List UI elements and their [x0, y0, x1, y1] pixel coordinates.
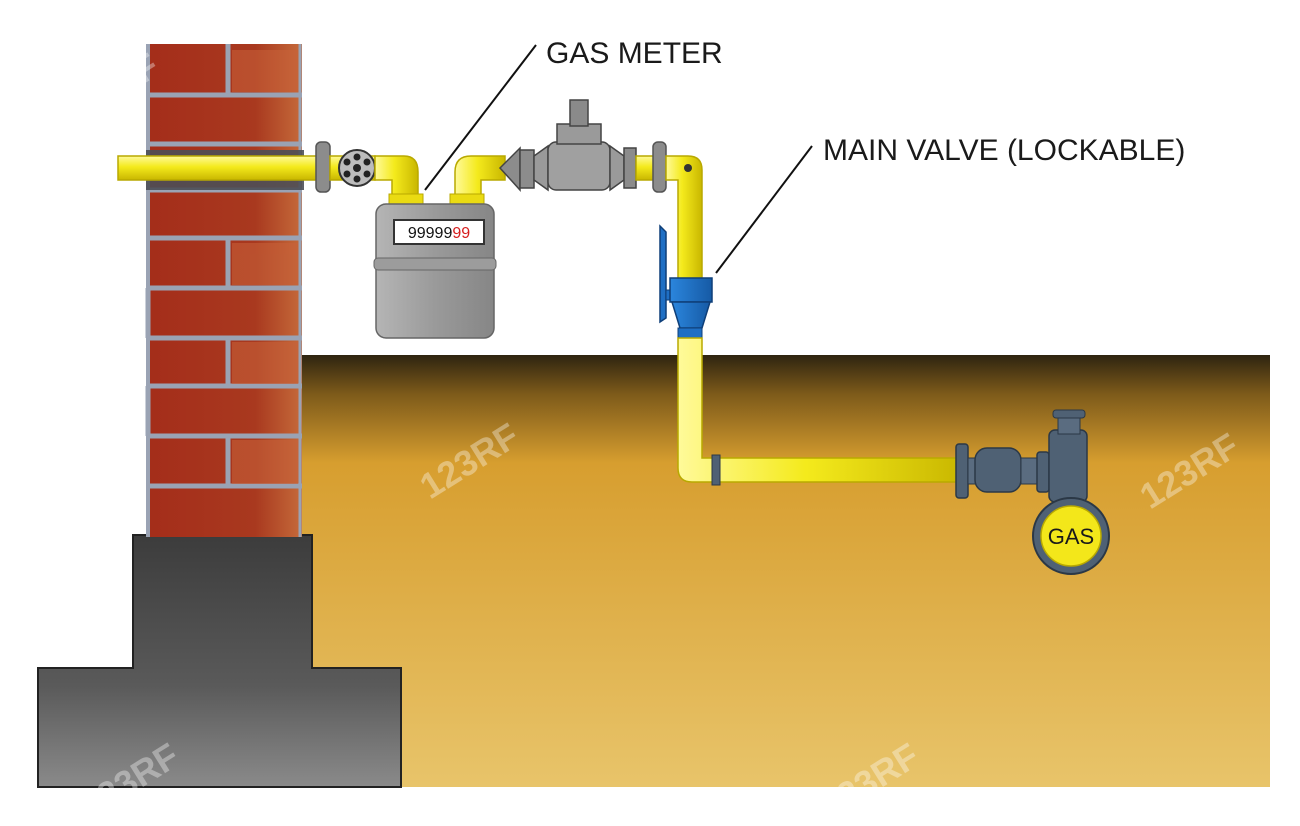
pipe-coupling	[711, 454, 721, 486]
pressure-regulator	[498, 99, 637, 192]
gas-label: GAS	[1048, 524, 1094, 549]
meter-display	[393, 219, 485, 245]
brick-wall	[145, 44, 304, 537]
inlet-pipe	[117, 155, 324, 181]
gas-meter-label: GAS METER	[546, 37, 723, 70]
meter-reading: 9999999	[408, 225, 470, 242]
meter-outlet-pipe	[454, 155, 506, 199]
pipe-flange	[652, 141, 667, 193]
riser-elbow	[665, 155, 703, 283]
main-valve-label: MAIN VALVE (LOCKABLE)	[823, 134, 1185, 167]
gas-meter: 9999999	[373, 193, 497, 339]
meter-inlet-pipe	[374, 155, 419, 199]
ground-soil	[300, 355, 1270, 787]
gas-main-badge: GAS	[1032, 497, 1110, 575]
gas-meter-leader	[424, 44, 537, 191]
pipe-flange	[315, 141, 331, 193]
watermark: 123RF	[1143, 45, 1256, 137]
main-valve	[659, 224, 713, 339]
strainer-fitting	[329, 149, 376, 187]
elbow-bolt	[684, 164, 692, 172]
concrete-foundation	[37, 534, 402, 788]
underground-pipe	[677, 337, 963, 483]
main-valve-leader	[715, 145, 813, 274]
service-tee-fitting	[955, 409, 1088, 503]
